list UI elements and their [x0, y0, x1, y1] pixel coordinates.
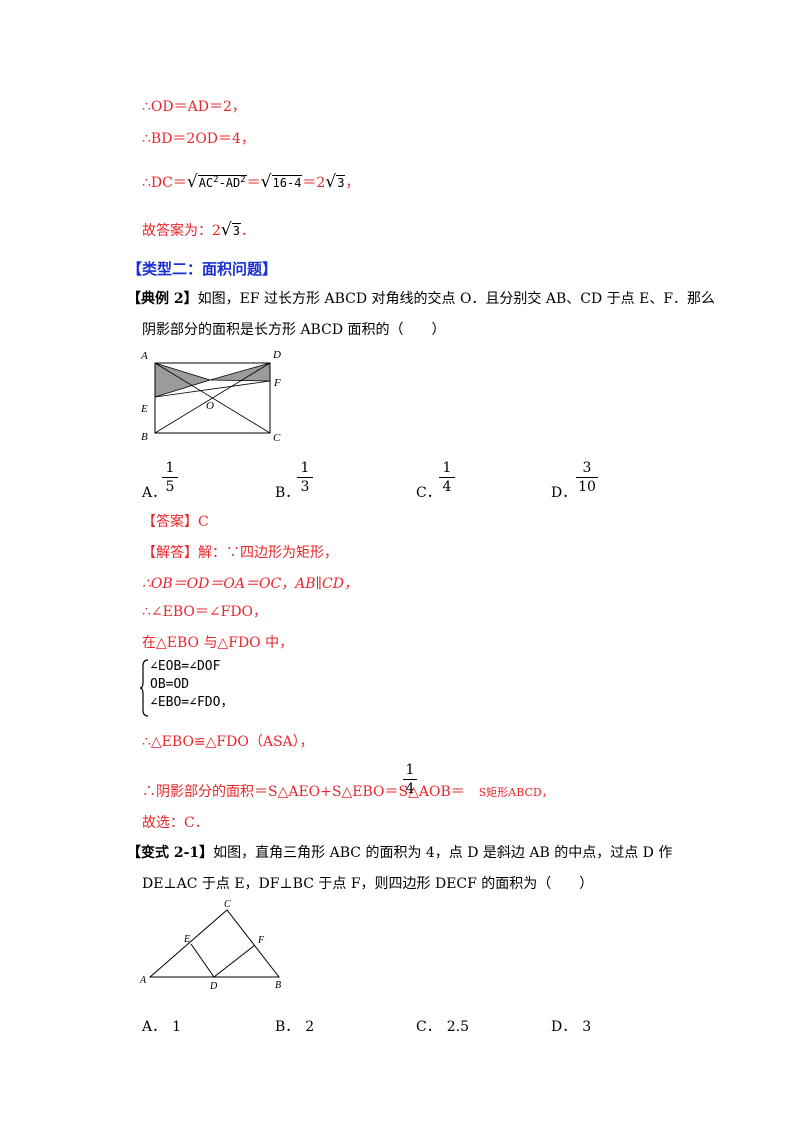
label-A: A	[140, 350, 148, 362]
diagonal-bd	[154, 362, 271, 434]
solution-step-1: ∴OB＝OD＝OA＝OC，AB∥CD，	[142, 576, 358, 592]
solution-step-2: ∴∠EBO＝∠FDO，	[142, 604, 268, 620]
rectangle-abcd	[154, 362, 271, 434]
option-d-letter: D．	[551, 485, 577, 501]
equals-2: ＝2	[302, 175, 326, 191]
variant21-head: 【变式 2-1】	[127, 845, 214, 861]
triangle-figure: C E F A D B	[139, 899, 281, 992]
label-F2: F	[257, 935, 265, 946]
equation-system: ∠EOB=∠DOF OB=OD ∠EBO=∠FDO，	[150, 658, 233, 712]
radical-16-4: √16-4	[260, 172, 303, 192]
label-D: D	[272, 349, 281, 361]
solution-line-1: ∴OD＝AD＝2，	[142, 99, 246, 115]
solution-step-4: ∴△EBO≌△FDO（ASA），	[142, 734, 314, 750]
radical-ac-ad: √AC2-AD2	[186, 172, 247, 192]
variant21-question-line2: DE⊥AC 于点 E，DF⊥BC 于点 F，则四边形 DECF 的面积为（ ）	[142, 876, 594, 892]
solution-step-3: 在△EBO 与△FDO 中，	[142, 635, 294, 651]
variant-option-a: A．1	[142, 1019, 182, 1035]
label-O: O	[206, 400, 214, 412]
system-eq-1: ∠EOB=∠DOF	[150, 659, 221, 674]
solution-line-2: ∴BD＝2OD＝4，	[142, 131, 255, 147]
segment-df	[213, 944, 256, 978]
example2-head: 【典例 2】	[127, 291, 198, 307]
solution-step-5: ∴阴影部分的面积＝S△AEO+S△EBO＝S△AOB＝S矩形ABCD，	[142, 784, 553, 800]
radical-3-answer: √3	[220, 220, 241, 240]
variant-option-c: C．2.5	[416, 1019, 469, 1035]
label-B: B	[141, 431, 148, 443]
label-E2: E	[183, 934, 190, 945]
variant21-question-line1: 【变式 2-1】如图，直角三角形 ABC 的面积为 4，点 D 是斜边 AB 的…	[127, 845, 673, 861]
option-b-letter: B．	[275, 485, 300, 501]
label-C2: C	[224, 899, 231, 910]
example2-question-line2: 阴影部分的面积是长方形 ABCD 面积的（ ）	[142, 322, 446, 338]
rectangle-figure: A D F E O B C	[140, 349, 281, 444]
radical-3: √3	[325, 172, 346, 192]
solution-line-3: ∴DC＝√AC2-AD2＝√16-4＝2√3，	[142, 172, 360, 192]
answer-label: 【答案】C	[142, 514, 209, 530]
system-eq-2: OB=OD	[150, 677, 190, 692]
option-c-letter: C．	[416, 485, 441, 501]
label-E: E	[140, 403, 148, 415]
variant-option-b: B．2	[275, 1019, 315, 1035]
dc-prefix: ∴DC＝	[142, 175, 187, 191]
segment-de	[190, 943, 215, 978]
section-title: 【类型二：面积问题】	[127, 260, 278, 278]
example2-question-line1: 【典例 2】如图，EF 过长方形 ABCD 对角线的交点 O．且分别交 AB、C…	[127, 291, 716, 307]
equals-1: ＝	[246, 175, 261, 191]
option-a-letter: A．	[142, 485, 167, 501]
solution-step-6: 故选：C．	[142, 815, 209, 831]
label-D2: D	[209, 981, 218, 992]
label-B2: B	[275, 980, 281, 991]
label-A2: A	[139, 975, 147, 986]
label-F: F	[273, 377, 281, 389]
left-brace	[140, 659, 149, 717]
answer-line: 故答案为：2√3．	[142, 220, 255, 240]
system-eq-3: ∠EBO=∠FDO，	[150, 695, 234, 710]
solution-head: 【解答】解：∵四边形为矩形，	[142, 545, 338, 561]
segment-ef	[154, 380, 271, 398]
variant-option-d: D．3	[551, 1019, 592, 1035]
shaded-triangle-right	[209, 362, 271, 382]
label-C: C	[273, 432, 281, 444]
